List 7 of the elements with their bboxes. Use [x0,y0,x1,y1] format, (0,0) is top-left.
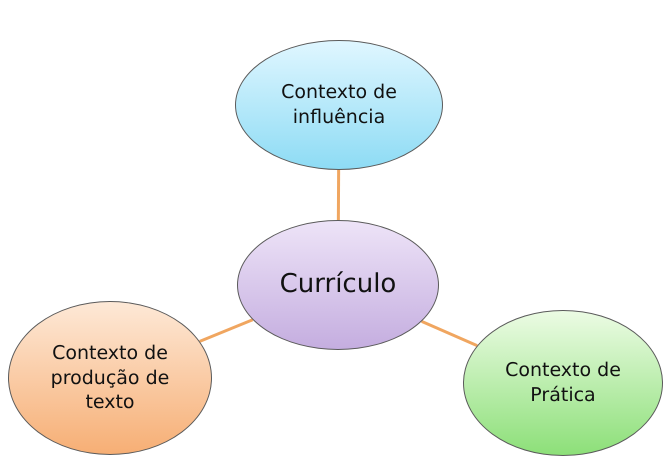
connector-line [421,320,478,347]
connector-line [199,318,254,343]
node-label: Contexto de Prática [504,358,622,408]
connector-line [336,170,340,220]
node-label: Currículo [278,268,398,302]
node-label: Contexto de produção de texto [50,340,170,416]
node-label: Contexto de influência [280,80,398,130]
